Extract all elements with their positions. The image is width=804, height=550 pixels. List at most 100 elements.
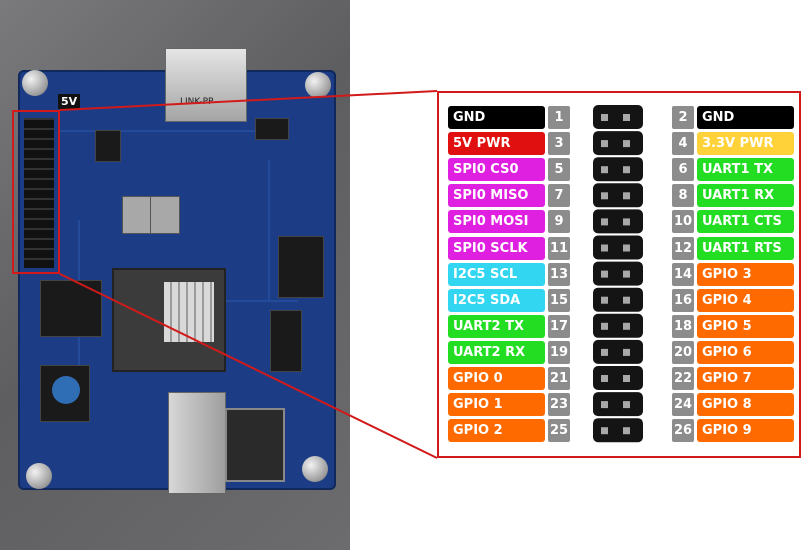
standoff-top-left [22, 70, 48, 96]
pin-number: 22 [672, 367, 694, 390]
ethernet-label: LINK-PP [180, 97, 214, 107]
pin-number: 4 [672, 132, 694, 156]
header-pin [623, 296, 630, 304]
pin-number: 23 [548, 393, 570, 417]
ethernet-jack: LINK-PP [165, 48, 247, 122]
header-pin [601, 401, 608, 409]
pin-signal-label: 5V PWR [448, 132, 545, 156]
pin-signal-label: UART1 RTS [697, 236, 794, 260]
header-pin [623, 114, 630, 121]
header-pin-pair [593, 418, 643, 443]
header-pin-pair [593, 157, 643, 182]
pin-signal-label: 3.3V PWR [697, 132, 794, 156]
regulator [150, 196, 180, 234]
header-pin [601, 192, 608, 200]
pin-signal-label: UART2 TX [448, 314, 545, 338]
pin-number: 6 [672, 158, 694, 182]
pin-number: 17 [548, 314, 570, 338]
pin-number: 18 [672, 314, 694, 338]
header-pin [623, 218, 630, 226]
pin-number: 12 [672, 236, 694, 260]
pin-signal-label: GPIO 0 [448, 367, 545, 390]
pin-number: 25 [548, 419, 570, 443]
header-pin [623, 244, 630, 252]
pin-signal-label: GPIO 2 [448, 419, 545, 443]
header-pin [601, 296, 608, 304]
memory-chip [40, 280, 102, 337]
pin-number: 9 [548, 210, 570, 234]
header-pin [601, 322, 608, 330]
pin-number: 11 [548, 236, 570, 260]
pin-signal-label: UART2 RX [448, 340, 545, 364]
header-pin-pair [593, 339, 643, 364]
pin-number: 2 [672, 106, 694, 129]
header-pin-pair [593, 287, 643, 312]
sd-card-slot [225, 408, 285, 482]
pin-signal-label: GPIO 3 [697, 262, 794, 286]
pin-signal-label: GPIO 7 [697, 367, 794, 390]
pin-number: 3 [548, 132, 570, 156]
header-pin [601, 427, 608, 435]
pin-signal-label: SPI0 MISO [448, 184, 545, 208]
header-pin [623, 427, 630, 435]
power-label: 5V [58, 94, 81, 109]
pin-number: 7 [548, 184, 570, 208]
pin-signal-label: GPIO 1 [448, 393, 545, 417]
pin-header-diagram [593, 105, 643, 443]
pin-number: 21 [548, 367, 570, 390]
header-pin-pair [593, 261, 643, 286]
header-pin-pair [593, 313, 643, 338]
header-pin-pair [593, 392, 643, 417]
header-pin [623, 375, 630, 382]
pin-signal-label: GPIO 8 [697, 393, 794, 417]
pin-number: 1 [548, 106, 570, 129]
header-pin [601, 375, 608, 382]
pin-signal-label: UART1 RX [697, 184, 794, 208]
header-pin [623, 140, 630, 148]
connector [278, 236, 324, 298]
board-photo: LINK-PP 5V [0, 0, 350, 550]
pin-number: 13 [548, 262, 570, 286]
pin-signal-label: GPIO 4 [697, 288, 794, 312]
header-pin-pair [593, 131, 643, 156]
header-pin [601, 114, 608, 121]
pin-signal-label: GND [448, 106, 545, 129]
capacitor [52, 376, 80, 404]
regulator [122, 196, 152, 234]
header-highlight [12, 110, 60, 274]
pin-signal-label: UART1 TX [697, 158, 794, 182]
pin-number: 16 [672, 288, 694, 312]
chip [255, 118, 289, 140]
standoff-top-right [305, 72, 331, 98]
header-pin [623, 166, 630, 174]
standoff-bottom-left [26, 463, 52, 489]
header-pin-pair [593, 105, 643, 129]
pin-signal-label: GPIO 5 [697, 314, 794, 338]
header-pin [601, 348, 608, 356]
header-pin [623, 348, 630, 356]
pin-number: 14 [672, 262, 694, 286]
header-pin [623, 401, 630, 409]
pin-signal-label: GND [697, 106, 794, 129]
pin-number: 15 [548, 288, 570, 312]
pin-signal-label: GPIO 9 [697, 419, 794, 443]
header-pin [601, 140, 608, 148]
pin-signal-label: SPI0 CS0 [448, 158, 545, 182]
header-pin [601, 218, 608, 226]
pin-number: 19 [548, 340, 570, 364]
pin-number: 24 [672, 393, 694, 417]
pin-signal-label: SPI0 SCLK [448, 236, 545, 260]
chip [95, 130, 121, 162]
pin-number: 20 [672, 340, 694, 364]
header-pin [623, 322, 630, 330]
pin-number: 10 [672, 210, 694, 234]
cpu-heatsink [112, 268, 226, 372]
connector [270, 310, 302, 372]
header-pin [601, 270, 608, 278]
pin-number: 26 [672, 419, 694, 443]
header-pin [601, 244, 608, 252]
header-pin-pair [593, 183, 643, 208]
pin-signal-label: I2C5 SCL [448, 262, 545, 286]
header-pin-pair [593, 235, 643, 260]
standoff-bottom-right [302, 456, 328, 482]
